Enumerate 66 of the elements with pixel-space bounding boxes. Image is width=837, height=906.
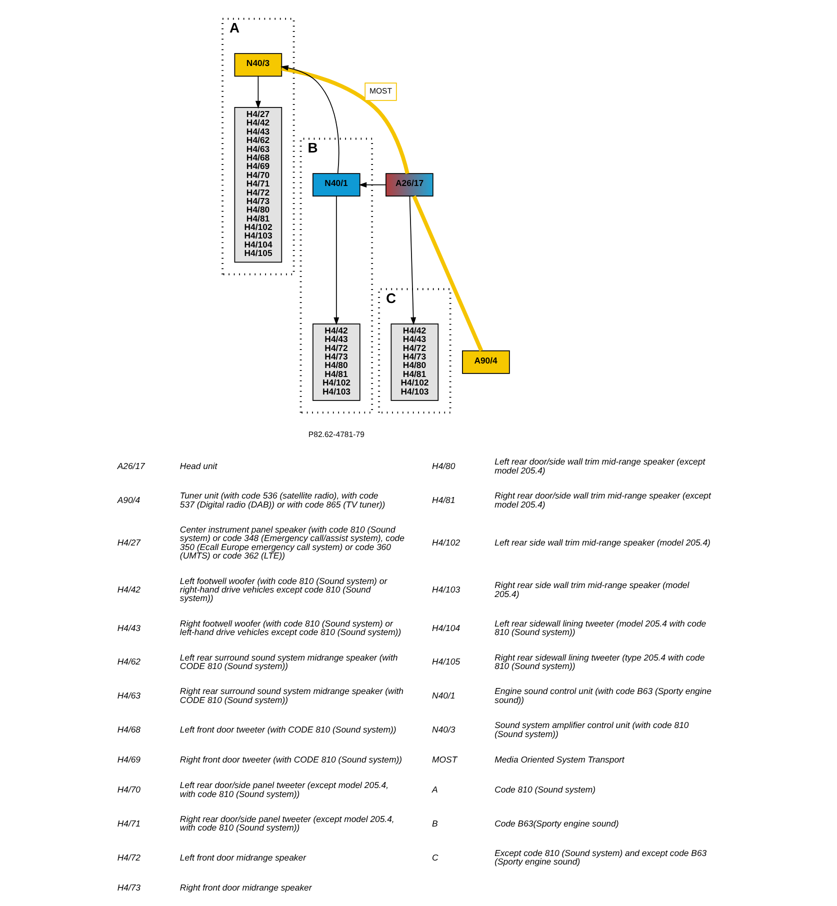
label: Sound system amplifier control unit (with code 810 (Sound system)) [494, 720, 688, 739]
label: H4/102 [432, 538, 460, 548]
label: Right front door tweeter (with CODE 810 (Sound system)) [179, 754, 402, 764]
node-box: A26/17 [385, 173, 433, 197]
node-box: A90/4 [462, 350, 510, 374]
label: Code B63(Sporty engine sound) [494, 818, 618, 828]
edge-label: MOST [368, 86, 392, 96]
label: Right rear door/side panel tweeter (except model 205.4, with code 810 (Sound system)) [179, 814, 394, 833]
label: MOST [432, 754, 457, 764]
label: H4/73 [116, 882, 140, 892]
node-box: H4/27 H4/42 H4/43 H4/62 H4/63 H4/68 H4/69 H4/70 H4/71 H4/72 H4/73 H4/80 H4/81 H4/102 H4/103 H4/104 H4/105 [234, 107, 282, 263]
arrow [358, 182, 386, 188]
label: Tuner unit (with code 536 (satellite radio), with code 537 (Digital radio (DAB)) or with code 865 (TV tuner)) [179, 490, 385, 510]
label: Left rear door/side panel tweeter (except model 205.4, with code 810 (Sound system)) [179, 780, 388, 799]
label: H4/71 [116, 818, 140, 828]
label: B [432, 818, 438, 828]
label: Right rear sidewall lining tweeter (type 205.4 with code 810 (Sound system)) [494, 652, 704, 672]
label: H4/69 [116, 754, 140, 764]
node-box: H4/42 H4/43 H4/72 H4/73 H4/80 H4/81 H4/102 H4/103 [390, 323, 438, 401]
label: H4/70 [116, 784, 140, 794]
label: Code 810 (Sound system) [494, 784, 596, 794]
label: A90/4 [116, 494, 140, 505]
label: Left rear surround sound system midrange speaker (with CODE 810 (Sound system)) [179, 652, 398, 672]
label: H4/103 [432, 584, 460, 595]
label: Left front door midrange speaker [179, 852, 306, 862]
label: H4/63 [116, 690, 140, 701]
label: H4/80 [432, 461, 455, 472]
label: Head unit [179, 461, 217, 472]
arrow [254, 76, 260, 109]
label: N40/1 [432, 690, 455, 701]
node-box: N40/1 [312, 173, 360, 197]
label: H4/81 [432, 494, 455, 505]
arrow [408, 196, 416, 326]
label: H4/72 [116, 852, 140, 862]
label: Left rear door/side wall trim mid-range speaker (except model 205.4) [494, 456, 705, 476]
label: Right front door midrange speaker [179, 882, 312, 892]
label: P82.62-4781-79 [308, 430, 364, 440]
label: H4/62 [116, 656, 140, 667]
label: A [432, 784, 438, 794]
connector [412, 195, 483, 352]
label: Right rear surround sound system midrange speaker (with CODE 810 (Sound system)) [179, 686, 404, 705]
label: A26/17 [116, 461, 144, 472]
label: Left footwell woofer (with code 810 (Sound system) or right-hand drive vehicles except code 810 (Sound system)) [179, 576, 387, 604]
label: H4/68 [116, 724, 140, 734]
label: Engine sound control unit (with code B63 (Sporty engine sound)) [494, 686, 711, 705]
label: Right rear door/side wall trim mid-range speaker (except model 205.4) [494, 490, 710, 510]
label: Right footwell woofer (with code 810 (Sound system) or left-hand drive vehicles except code 810 (Sound system)) [179, 618, 401, 638]
arrow [333, 196, 339, 326]
node-box: N40/3 [234, 53, 282, 77]
node-box: H4/42 H4/43 H4/72 H4/73 H4/80 H4/81 H4/102 H4/103 [312, 323, 360, 401]
arrow [280, 65, 339, 174]
label: H4/105 [432, 656, 460, 667]
label: H4/27 [116, 538, 140, 548]
label: Left rear sidewall lining tweeter (model 205.4 with code 810 (Sound system)) [494, 618, 706, 638]
connector [280, 66, 409, 174]
label: Right rear side wall trim mid-range speaker (model 205.4) [494, 580, 689, 599]
label: H4/43 [116, 622, 140, 633]
label: C [432, 852, 438, 862]
label: Center instrument panel speaker (with code 810 (Sound system) or code 348 (Emergency call/assist system), code 350 (Ecall Europe emergency call system) or code 360 (UMTS) or code 362 (LTE)) [179, 524, 404, 561]
label: Left front door tweeter (with CODE 810 (Sound system)) [179, 724, 396, 734]
label: H4/104 [432, 622, 460, 633]
label: Except code 810 (Sound system) and except code B63 (Sporty engine sound) [494, 848, 706, 867]
label: H4/42 [116, 584, 140, 595]
label: Left rear side wall trim mid-range speaker (model 205.4) [494, 538, 710, 548]
label: N40/3 [432, 724, 455, 734]
label: Media Oriented System Transport [494, 754, 624, 764]
